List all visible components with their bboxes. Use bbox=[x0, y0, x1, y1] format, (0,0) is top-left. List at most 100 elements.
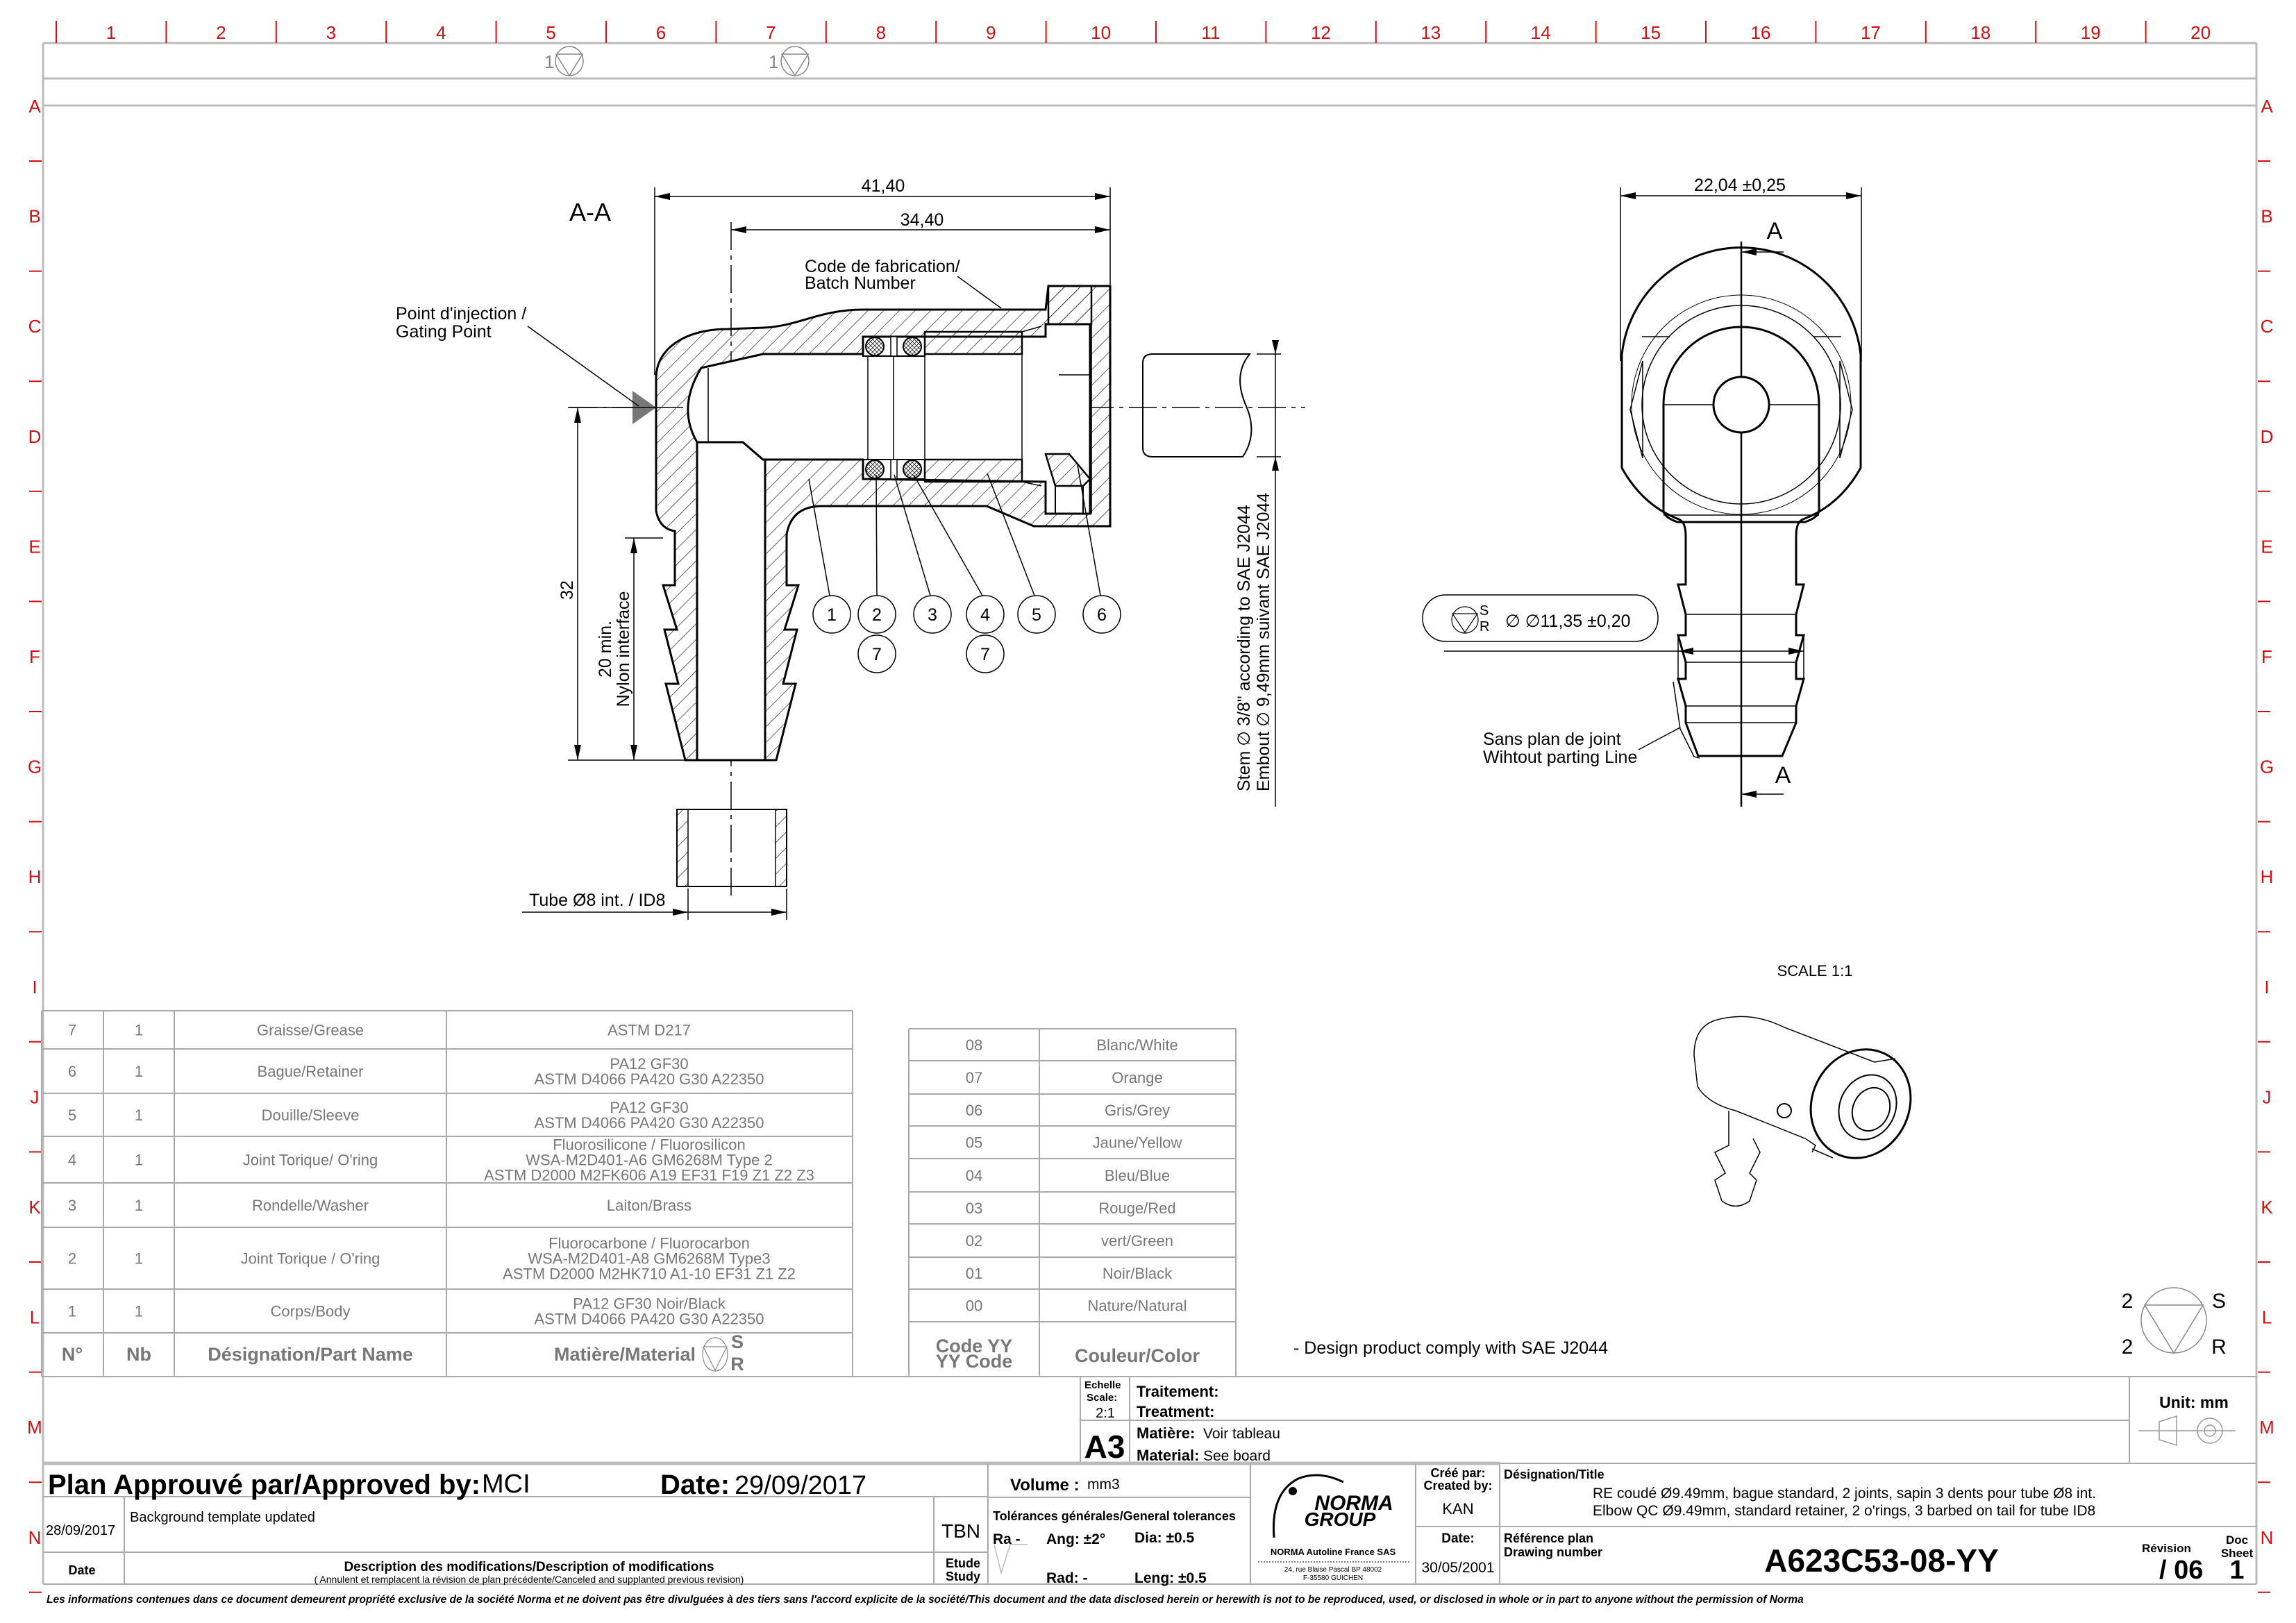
tol-diameter: Dia: ±0.5 bbox=[1134, 1530, 1195, 1546]
iso-view: SCALE 1:1 bbox=[1693, 962, 1912, 1207]
column-label: 18 bbox=[1970, 22, 1991, 43]
column-label: 6 bbox=[656, 22, 666, 43]
tolerance-callout bbox=[1422, 594, 1659, 642]
header-no: N° bbox=[62, 1344, 83, 1365]
color-code: 04 bbox=[966, 1167, 982, 1184]
design-note: - Design product comply with SAE J2044 bbox=[1293, 1338, 1608, 1358]
color-name: Jaune/Yellow bbox=[1093, 1134, 1182, 1152]
part-material: ASTM D2000 M2HK710 A1-10 EF31 Z1 Z2 bbox=[503, 1265, 796, 1283]
row-label-right: H bbox=[2261, 866, 2274, 887]
sheet-label-en: Sheet bbox=[2221, 1547, 2254, 1560]
row-label-right: A bbox=[2261, 96, 2273, 117]
revision-col-desc-sub: ( Annulent et remplacent la révision de … bbox=[315, 1574, 744, 1585]
balloon-number: 7 bbox=[980, 645, 990, 664]
balloon-number: 7 bbox=[872, 645, 882, 664]
row-label-left: D bbox=[28, 426, 42, 447]
part-name: Bague/Retainer bbox=[258, 1063, 364, 1080]
created-date-label: Date: bbox=[1441, 1531, 1475, 1546]
part-number: 5 bbox=[68, 1107, 76, 1124]
dim-height: 32 bbox=[558, 580, 577, 600]
approval-date-label: Date: bbox=[660, 1470, 730, 1500]
created-date: 30/05/2001 bbox=[1421, 1560, 1494, 1576]
part-quantity: 1 bbox=[135, 1152, 143, 1169]
row-label-right: I bbox=[2264, 977, 2269, 998]
general-surface-symbol: 2 S 2 R bbox=[2122, 1287, 2227, 1359]
part-number: 3 bbox=[68, 1197, 76, 1214]
revision-col-study-en: Study bbox=[946, 1570, 980, 1583]
column-label: 15 bbox=[1641, 22, 1661, 43]
balloon-circle bbox=[966, 634, 1005, 673]
column-label: 2 bbox=[216, 22, 226, 43]
part-name: Douille/Sleeve bbox=[262, 1107, 360, 1124]
part-number: 4 bbox=[68, 1152, 76, 1169]
section-view-a-a: A-A 41,40 34,40 bbox=[396, 176, 1305, 920]
color-code: 08 bbox=[966, 1036, 982, 1054]
part-material: Fluorocarbone / Fluorocarbon bbox=[548, 1235, 750, 1252]
column-label: 14 bbox=[1531, 22, 1551, 43]
column-label: 19 bbox=[2081, 22, 2101, 43]
roughness-mark-top-1: 1 bbox=[544, 46, 584, 77]
unit-label: Unit: mm bbox=[2159, 1393, 2229, 1411]
retainer-part-6 bbox=[1044, 285, 1093, 514]
row-label-right: F bbox=[2261, 646, 2272, 667]
projection-symbol-icon bbox=[2138, 1415, 2236, 1447]
part-name: Corps/Body bbox=[271, 1303, 351, 1320]
side-view: 22,04 ±0,25 A A S R ∅ ∅11,35 ±0,20 bbox=[1422, 176, 1862, 807]
created-by: KAN bbox=[1442, 1500, 1473, 1517]
roughness-mark-top-2: 1 bbox=[769, 46, 810, 77]
r-label: R bbox=[2211, 1336, 2227, 1359]
tube-section: Tube Ø8 int. / ID8 bbox=[522, 809, 787, 920]
column-label: 11 bbox=[1202, 22, 1221, 43]
scale-value: 2:1 bbox=[1096, 1406, 1115, 1421]
part-quantity: 1 bbox=[135, 1197, 143, 1214]
column-label: 13 bbox=[1421, 22, 1441, 43]
row-label-right: J bbox=[2263, 1086, 2272, 1107]
tolerances-title: Tolérances générales/General tolerances bbox=[993, 1509, 1236, 1523]
approval-date: 29/09/2017 bbox=[735, 1471, 866, 1500]
balloon-number: 2 bbox=[872, 605, 882, 625]
part-material: ASTM D4066 PA420 G30 A22350 bbox=[534, 1311, 764, 1328]
dim-inner-length: 34,40 bbox=[900, 210, 944, 230]
logo-text-norma: NORMA bbox=[1314, 1492, 1393, 1515]
dim-width: 22,04 ±0,25 bbox=[1694, 176, 1786, 195]
row-label-left: K bbox=[28, 1197, 41, 1218]
part-name: Rondelle/Washer bbox=[252, 1197, 369, 1214]
row-label-right: N bbox=[2261, 1527, 2274, 1548]
row-label-left: L bbox=[30, 1307, 40, 1328]
color-name: vert/Green bbox=[1101, 1232, 1173, 1250]
part-number: 6 bbox=[68, 1063, 76, 1080]
stem-outline: Stem ∅ 3/8" according to SAE J2044 Embou… bbox=[1142, 340, 1281, 807]
created-by-label-en: Created by: bbox=[1423, 1479, 1492, 1492]
title-block: Echelle Scale: 2:1 A3 Traitement: Treatm… bbox=[43, 1376, 2256, 1606]
approved-label: Plan Approuvé par/Approved by: bbox=[48, 1470, 480, 1500]
column-label: 1 bbox=[106, 22, 116, 43]
column-label: 3 bbox=[326, 22, 336, 43]
color-code: 03 bbox=[966, 1200, 982, 1217]
row-label-left: M bbox=[27, 1417, 42, 1438]
balloon-circle bbox=[966, 595, 1005, 634]
nylon-dim-label: Nylon interface bbox=[614, 591, 633, 707]
row-label-left: I bbox=[32, 977, 37, 998]
balloon-number: 5 bbox=[1032, 605, 1041, 625]
norma-group-logo: NORMA GROUP bbox=[1272, 1474, 1393, 1538]
title-en: Elbow QC Ø9.49mm, standard retainer, 2 o… bbox=[1593, 1503, 2095, 1519]
surface-symbol-icon bbox=[702, 1337, 728, 1372]
row-label-right: C bbox=[2261, 316, 2274, 337]
column-label: 16 bbox=[1751, 22, 1771, 43]
drawing-ref-label-en: Drawing number bbox=[1504, 1545, 1602, 1559]
stem-label-en: Stem ∅ 3/8" according to SAE J2044 bbox=[1234, 505, 1254, 791]
company-address-2: F-35580 GUICHEN bbox=[1303, 1574, 1363, 1582]
sr-r: R bbox=[1480, 619, 1489, 634]
drawing-ref-label-fr: Référence plan bbox=[1504, 1531, 1593, 1545]
column-label: 17 bbox=[1861, 22, 1881, 43]
